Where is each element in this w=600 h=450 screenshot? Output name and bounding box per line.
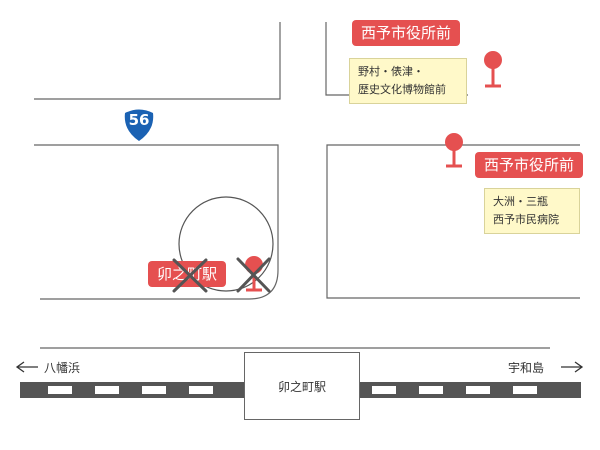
road-edge-nw bbox=[34, 22, 281, 100]
rail-tie bbox=[95, 386, 119, 394]
rail-tie bbox=[372, 386, 396, 394]
info-line: 歴史文化博物館前 bbox=[358, 83, 446, 96]
bus-stop-pin-closed-icon bbox=[245, 256, 263, 292]
info-line: 西予市民病院 bbox=[493, 213, 559, 226]
direction-right-label: 宇和島 bbox=[508, 361, 545, 375]
rail-tie bbox=[142, 386, 166, 394]
bus-stop-info-north: 野村・俵津・ 歴史文化博物館前 bbox=[349, 58, 467, 104]
bus-stop-label-closed: 卯之町駅 bbox=[148, 261, 227, 287]
arrow-left-icon bbox=[15, 361, 38, 373]
bus-stop-pin-east-icon bbox=[445, 133, 463, 168]
rail-tie bbox=[189, 386, 213, 394]
roundabout bbox=[178, 196, 274, 292]
bus-stop-info-east: 大洲・三瓶 西予市民病院 bbox=[484, 188, 580, 234]
bus-stop-label-north: 西予市役所前 bbox=[352, 20, 461, 46]
route-shield-icon bbox=[124, 109, 154, 141]
bus-stop-pin-north-icon bbox=[484, 51, 502, 88]
info-line: 大洲・三瓶 bbox=[493, 195, 548, 208]
station-box: 卯之町駅 bbox=[244, 352, 360, 420]
station-name: 卯之町駅 bbox=[277, 379, 326, 394]
road-edge-sw bbox=[34, 144, 279, 300]
rail-tie bbox=[513, 386, 537, 394]
rail-tie bbox=[419, 386, 443, 394]
route-number: 56 bbox=[128, 111, 150, 129]
info-line: 野村・俵津・ bbox=[358, 65, 424, 78]
bus-stop-label-east: 西予市役所前 bbox=[475, 152, 584, 178]
arrow-right-icon bbox=[561, 361, 584, 373]
rail-tie bbox=[466, 386, 490, 394]
direction-left-label: 八幡浜 bbox=[44, 361, 81, 375]
rail-tie bbox=[48, 386, 72, 394]
